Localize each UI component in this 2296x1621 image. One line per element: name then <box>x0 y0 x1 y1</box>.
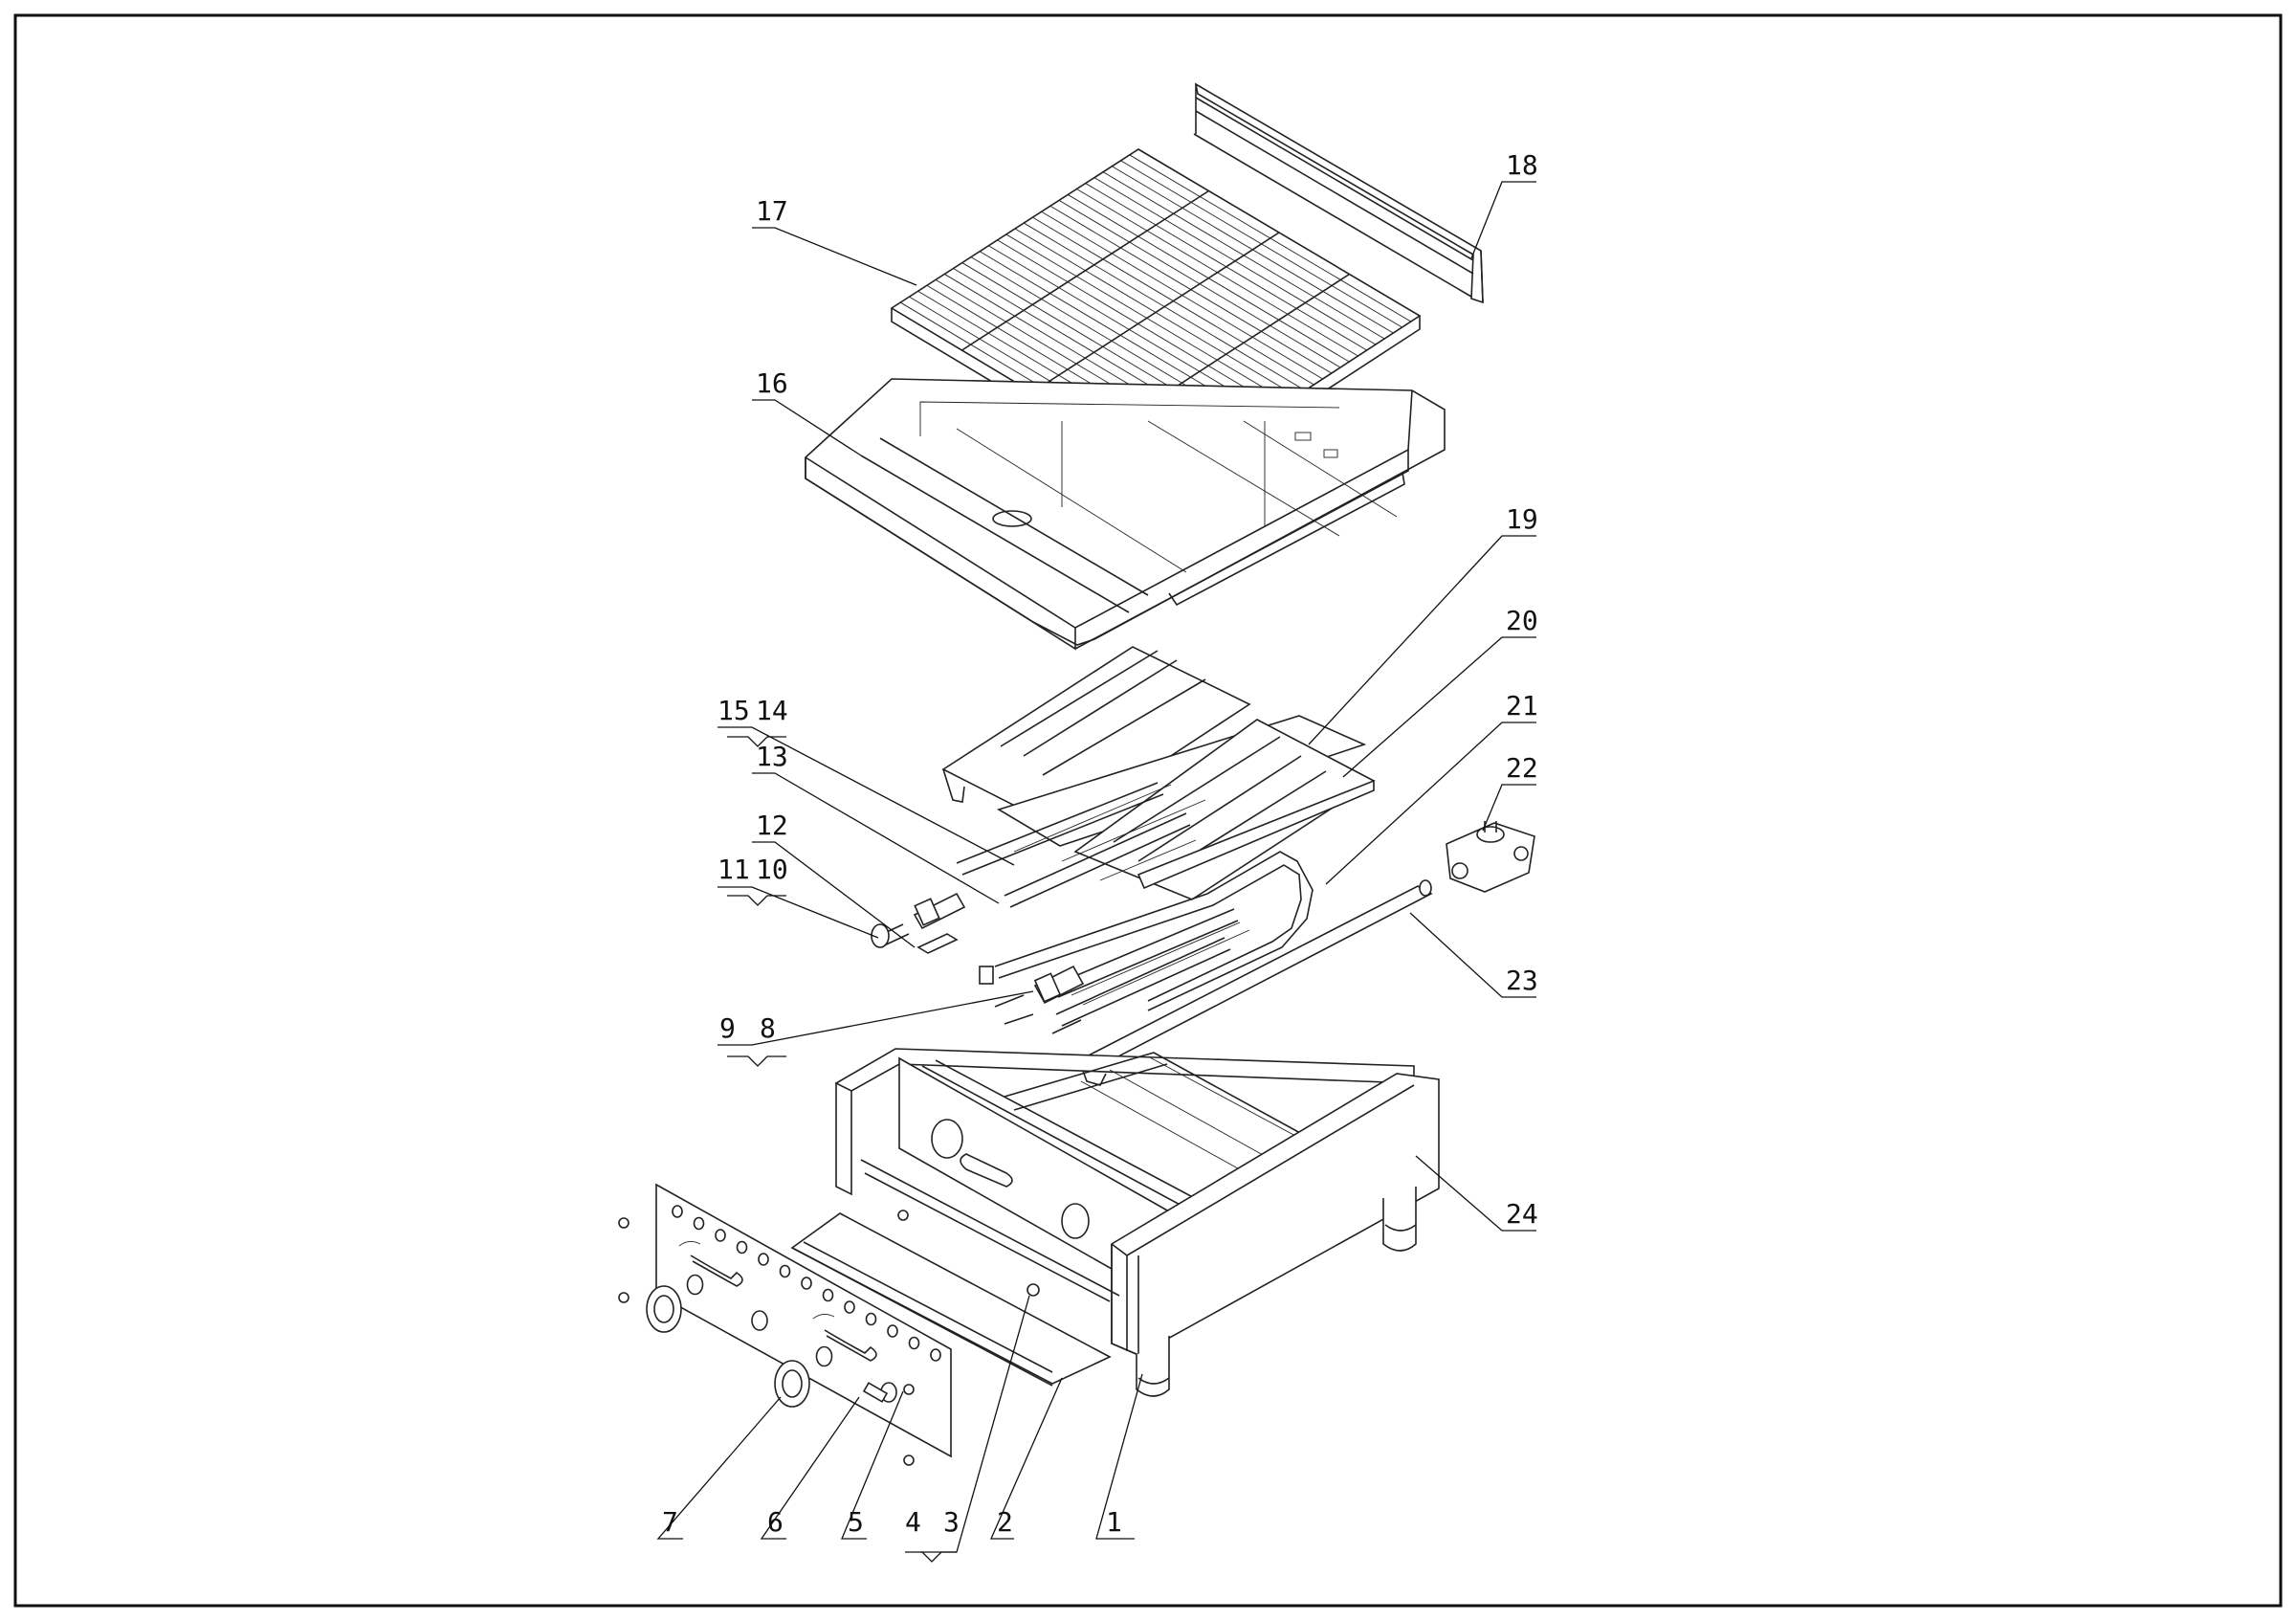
callout-9: 9 <box>719 1012 736 1044</box>
part-7-control-knobs <box>646 1285 810 1408</box>
callout-14: 14 <box>756 695 788 726</box>
part-6-control-panel <box>655 1183 952 1458</box>
callout-22: 22 <box>1506 752 1538 784</box>
drawing-frame <box>13 13 2283 1608</box>
callout-15: 15 <box>718 695 750 726</box>
callout-11: 11 <box>718 854 750 885</box>
callout-5: 5 <box>848 1506 864 1538</box>
callout-7: 7 <box>662 1506 678 1538</box>
callout-6: 6 <box>767 1506 784 1538</box>
callout-1: 1 <box>1106 1506 1122 1538</box>
callout-23: 23 <box>1506 965 1538 996</box>
callout-19: 19 <box>1506 503 1538 535</box>
part-24-body <box>790 1048 1440 1397</box>
callout-12: 12 <box>756 810 788 841</box>
part-22-regulator <box>1446 821 1535 893</box>
callout-16: 16 <box>756 367 788 399</box>
callout-8: 8 <box>760 1012 776 1044</box>
callout-18: 18 <box>1506 149 1538 181</box>
callout-2: 2 <box>997 1506 1013 1538</box>
fasteners <box>618 1210 1040 1466</box>
callout-4: 4 <box>905 1506 921 1538</box>
callout-20: 20 <box>1506 605 1538 636</box>
part-18-rear-rail <box>1193 82 1484 304</box>
part-16-top-frame <box>805 378 1446 651</box>
callout-labels: 1 2 3 4 5 6 7 8 9 10 11 12 13 14 15 16 1… <box>662 149 1538 1538</box>
callout-10: 10 <box>756 854 788 885</box>
burner-assembly <box>871 782 1314 1034</box>
callout-21: 21 <box>1506 690 1538 722</box>
callout-13: 13 <box>756 741 788 772</box>
callout-24: 24 <box>1506 1198 1538 1230</box>
leader-lines <box>656 181 1536 1563</box>
callout-3: 3 <box>943 1506 960 1538</box>
part-19-20-radiants <box>941 646 1376 900</box>
callout-17: 17 <box>756 195 788 227</box>
